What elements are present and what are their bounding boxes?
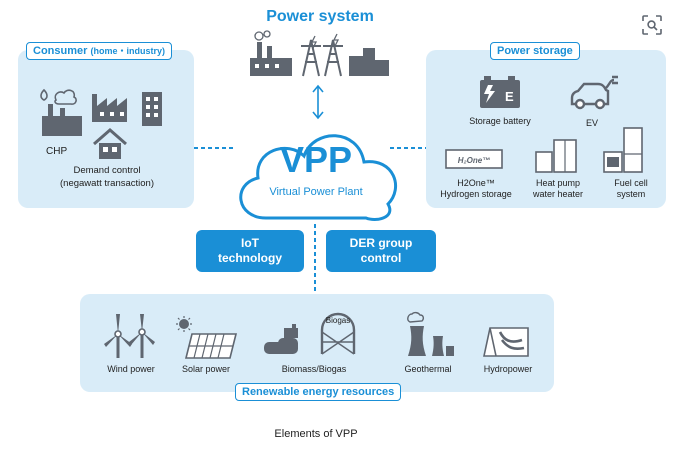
iot-technology-box: IoT technology <box>196 230 304 272</box>
iot-label-2: technology <box>217 251 282 265</box>
fuel-cell-icon <box>603 127 643 173</box>
dashed-connector-bottom <box>314 224 316 294</box>
chp-factory-icon <box>40 88 82 136</box>
wind-turbine-icon <box>104 314 155 358</box>
renewable-panel <box>80 294 554 392</box>
wind-power-label: Wind power <box>107 364 155 374</box>
biomass-biogas-label: Biomass/Biogas <box>281 364 347 374</box>
hydropower-icon <box>483 327 529 357</box>
industry-factory-icon <box>92 94 127 122</box>
h2one-label-1: H2One™ <box>457 178 495 188</box>
h2one-label-2: Hydrogen storage <box>440 189 512 199</box>
storage-battery-label: Storage battery <box>469 116 531 126</box>
vpp-title: VPP <box>279 139 353 180</box>
diagram-title: Power system <box>266 8 374 25</box>
lens-scan-icon[interactable] <box>641 14 663 36</box>
hydropower-label: Hydropower <box>483 364 533 374</box>
house-icon <box>93 128 127 159</box>
demand-control-label-1: Demand control <box>73 165 141 176</box>
h2one-mark: H₂One™ <box>458 156 490 165</box>
bidirectional-arrow <box>312 84 324 120</box>
dashed-connector-right <box>390 147 426 149</box>
figure-caption: Elements of VPP <box>274 428 358 440</box>
geothermal-icon <box>407 311 454 356</box>
building-icon <box>142 92 162 126</box>
vpp-subtitle: Virtual Power Plant <box>269 186 363 198</box>
solar-power-label: Solar power <box>181 364 231 374</box>
iot-label-1: IoT <box>241 236 259 250</box>
vpp-cloud <box>239 134 398 221</box>
ev-car-icon <box>570 75 618 110</box>
heat-pump-icon <box>535 139 577 173</box>
power-system-icon <box>250 30 389 77</box>
power-storage-tag: Power storage <box>490 42 580 60</box>
biogas-mark: Biogas <box>326 316 350 325</box>
battery-mark: E <box>505 89 514 104</box>
storage-battery-icon: E <box>480 76 520 108</box>
consumer-tag: Consumer (home・industry) <box>26 42 172 60</box>
biomass-biogas-icon: Biogas <box>264 312 356 355</box>
demand-control-label-2: (negawatt transaction) <box>60 178 154 189</box>
fuel-cell-label-2: system <box>616 189 646 199</box>
der-label-2: control <box>360 251 402 265</box>
heat-pump-label-2: water heater <box>532 189 584 199</box>
fuel-cell-label-1: Fuel cell <box>614 178 648 188</box>
h2one-unit-icon: H₂One™ <box>445 149 503 169</box>
solar-panel-icon <box>176 316 238 359</box>
ev-label: EV <box>585 118 598 128</box>
der-label-1: DER group <box>349 236 413 250</box>
renewable-tag: Renewable energy resources <box>235 383 402 401</box>
chp-label: CHP <box>46 146 68 157</box>
geothermal-label: Geothermal <box>404 364 452 374</box>
heat-pump-label-1: Heat pump <box>535 178 581 188</box>
der-group-control-box: DER group control <box>326 230 436 272</box>
